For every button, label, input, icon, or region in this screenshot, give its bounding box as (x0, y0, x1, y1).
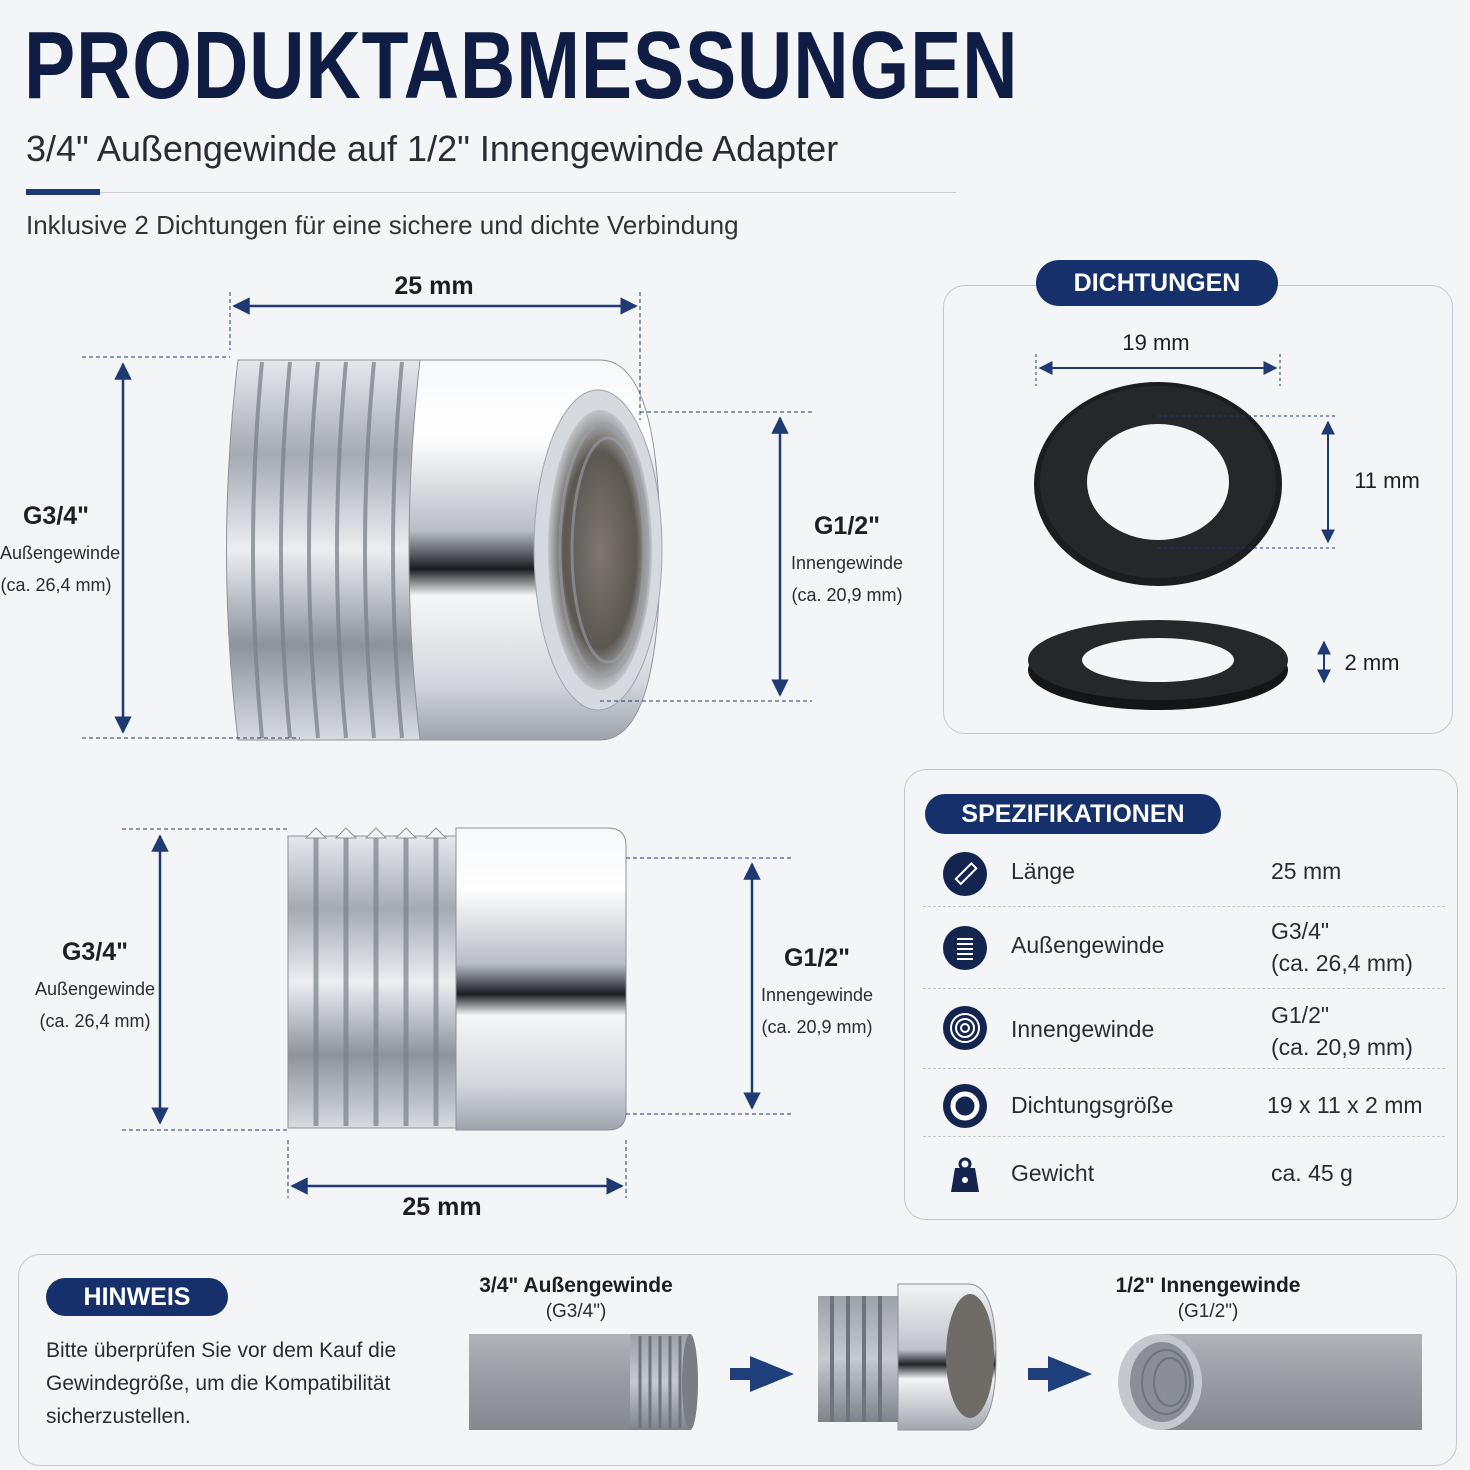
flow-left-label: 3/4" Außengewinde (479, 1274, 673, 1297)
gasket-inner-diameter: 11 mm (1354, 468, 1420, 493)
inner-thread-type: Innengewinde (760, 985, 874, 1005)
spec-value: 19 x 11 x 2 mm (1267, 1092, 1423, 1118)
spec-row-weight: Gewicht ca. 45 g (905, 1142, 1445, 1206)
gasket-thickness: 2 mm (1344, 650, 1400, 675)
title-divider (26, 192, 956, 193)
spec-value: ca. 45 g (1271, 1160, 1353, 1186)
outer-thread-callout-view1: G3/4" Außengewinde (ca. 26,4 mm) (0, 502, 121, 601)
inner-thread-name: G1/2" (783, 944, 851, 972)
specs-title-badge: SPEZIFIKATIONEN (925, 794, 1221, 834)
ruler-icon (943, 852, 987, 896)
title-accent-bar (26, 189, 100, 195)
spec-row-inner-thread: Innengewinde G1/2" (ca. 20,9 mm) (905, 994, 1445, 1070)
note-title-badge: HINWEIS (46, 1278, 228, 1316)
page-title: PRODUKTABMESSUNGEN (24, 12, 1019, 119)
length-label-view2: 25 mm (402, 1193, 482, 1221)
spec-label: Innengewinde (1011, 1016, 1155, 1042)
note-text: Bitte überprüfen Sie vor dem Kauf die Ge… (46, 1339, 397, 1428)
spec-label: Gewicht (1011, 1160, 1095, 1186)
spec-value: 25 mm (1271, 858, 1342, 884)
outer-thread-type: Außengewinde (34, 979, 156, 999)
spec-label: Länge (1011, 858, 1075, 884)
outer-thread-type: Außengewinde (0, 543, 121, 563)
gasket-illustration (1028, 354, 1338, 710)
inner-thread-callout-view2: G1/2" Innengewinde (ca. 20,9 mm) (756, 944, 878, 1043)
outer-thread-size: (ca. 26,4 mm) (0, 575, 112, 595)
specs-panel: SPEZIFIKATIONEN Länge 25 mm Außengewinde… (904, 769, 1458, 1220)
product-view-angled (82, 292, 812, 1198)
flow-arrow-right (730, 1356, 794, 1392)
male-thread-pipe (469, 1334, 698, 1430)
spec-divider (923, 1068, 1445, 1069)
outer-thread-name: G3/4" (22, 502, 90, 530)
page-subtitle: 3/4" Außengewinde auf 1/2" Innengewinde … (26, 128, 839, 169)
spec-divider (923, 988, 1445, 989)
outer-thread-name: G3/4" (61, 938, 129, 966)
spec-label: Dichtungsgröße (1011, 1092, 1174, 1118)
length-label-view1: 25 mm (394, 272, 474, 300)
spec-row-length: Länge 25 mm (905, 848, 1445, 904)
flow-right-sublabel: (G1/2") (1177, 1301, 1239, 1322)
gaskets-title-badge: DICHTUNGEN (1036, 260, 1278, 306)
connection-flow-diagram (469, 1283, 1422, 1431)
spec-value-detail: (ca. 20,9 mm) (1271, 1034, 1413, 1060)
spec-row-outer-thread: Außengewinde G3/4" (ca. 26,4 mm) (905, 912, 1445, 988)
spec-row-gasket-size: Dichtungsgröße 19 x 11 x 2 mm (905, 1074, 1445, 1138)
gasket-outer-diameter: 19 mm (1122, 330, 1190, 355)
gasket-ring-icon (943, 1084, 987, 1128)
spec-value-detail: (ca. 26,4 mm) (1271, 950, 1413, 976)
inner-thread-callout-view1: G1/2" Innengewinde (ca. 20,9 mm) (786, 512, 908, 611)
inner-thread-icon (943, 1006, 987, 1050)
adapter-icon (818, 1283, 997, 1431)
outer-thread-callout-view2: G3/4" Außengewinde (ca. 26,4 mm) (34, 938, 156, 1037)
spec-divider (923, 1136, 1445, 1137)
outer-thread-size: (ca. 26,4 mm) (39, 1011, 151, 1031)
spec-divider (923, 906, 1445, 907)
flow-right-label: 1/2" Innengewinde (1115, 1274, 1301, 1297)
outer-thread-icon (943, 926, 987, 970)
inner-thread-size: (ca. 20,9 mm) (761, 1017, 873, 1037)
flow-left-sublabel: (G3/4") (545, 1301, 607, 1322)
tagline: Inklusive 2 Dichtungen für eine sichere … (26, 210, 739, 240)
female-thread-pipe (1118, 1334, 1422, 1430)
weight-icon (943, 1152, 987, 1196)
inner-thread-size: (ca. 20,9 mm) (791, 585, 903, 605)
spec-label: Außengewinde (1011, 932, 1165, 958)
inner-thread-name: G1/2" (813, 512, 881, 540)
spec-value: G3/4" (1271, 918, 1330, 944)
gaskets-panel: 19 mm 11 mm 2 mm (943, 285, 1453, 734)
inner-thread-type: Innengewinde (790, 553, 904, 573)
flow-arrow-right (1028, 1356, 1092, 1392)
spec-value: G1/2" (1271, 1002, 1330, 1028)
